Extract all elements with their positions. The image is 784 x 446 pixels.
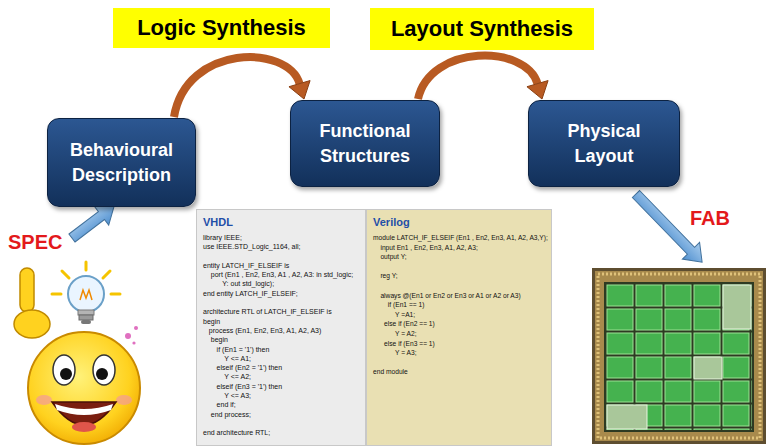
code-line: process (En1, En2, En3, A1, A2, A3) bbox=[203, 326, 321, 335]
ray bbox=[62, 271, 69, 278]
code-line: else if (En2 == 1) bbox=[373, 319, 435, 329]
code-line: begin bbox=[203, 317, 220, 326]
code-line: Y <= A2; bbox=[203, 372, 251, 381]
spec-label: SPEC bbox=[8, 231, 62, 254]
box-title: Behavioural Description bbox=[62, 138, 181, 187]
chip-block bbox=[694, 357, 722, 379]
process-box: Functional Structures bbox=[290, 100, 440, 187]
pointing-finger bbox=[20, 268, 34, 312]
cheek bbox=[36, 395, 52, 405]
code-line: if (En1 == 1) bbox=[373, 300, 424, 310]
smiley-face bbox=[28, 332, 140, 444]
code-line: Y = A3; bbox=[373, 348, 417, 358]
code-title: VHDL bbox=[203, 216, 233, 228]
code-line: end process; bbox=[203, 410, 251, 419]
code-line: entity LATCH_IF_ELSEIF is bbox=[203, 261, 289, 270]
mouth bbox=[52, 402, 116, 425]
pupil bbox=[96, 368, 108, 380]
code-line: end architecture RTL; bbox=[203, 428, 270, 437]
hand bbox=[14, 310, 50, 338]
code-line: module LATCH_IF_ELSEIF (En1 , En2, En3, … bbox=[373, 233, 548, 243]
bond-pads bbox=[598, 274, 760, 438]
process-box: Behavioural Description bbox=[47, 118, 196, 207]
code-line: else if (En3 == 1) bbox=[373, 339, 435, 349]
chip-frame bbox=[592, 268, 766, 444]
code-panel: VHDL library IEEE;use IEEE.STD_Logic_1164… bbox=[196, 209, 366, 446]
bulb-filament bbox=[80, 290, 92, 300]
code-line: library IEEE; bbox=[203, 233, 242, 242]
ray bbox=[52, 293, 61, 296]
code-line: architecture RTL of LATCH_IF_ELSEIF is bbox=[203, 307, 332, 316]
chip-core bbox=[604, 282, 754, 432]
cheek bbox=[116, 395, 132, 405]
code-line: end module bbox=[373, 367, 408, 377]
arrow-head bbox=[289, 81, 310, 99]
eye bbox=[93, 355, 115, 385]
tongue bbox=[72, 422, 96, 432]
box-title: Functional Structures bbox=[305, 119, 425, 168]
code-line: Y =A1; bbox=[373, 310, 415, 320]
arrow-line bbox=[418, 56, 538, 99]
code-line: if (En1 = '1') then bbox=[203, 345, 269, 354]
eye bbox=[53, 355, 75, 385]
code-line: output Y; bbox=[373, 252, 407, 262]
code-line: Y: out std_logic); bbox=[203, 279, 274, 288]
code-panel: Verilog module LATCH_IF_ELSEIF (En1 , En2… bbox=[366, 209, 552, 446]
sparkle bbox=[134, 326, 138, 330]
fab-label: FAB bbox=[690, 207, 730, 230]
step-label: Logic Synthesis bbox=[137, 15, 306, 41]
arrow-head bbox=[527, 81, 548, 99]
box-title: Physical Layout bbox=[543, 119, 665, 168]
pupil bbox=[60, 368, 72, 380]
chip-block bbox=[723, 285, 751, 329]
chip-die bbox=[595, 271, 763, 441]
code-line: Y <= A1; bbox=[203, 354, 251, 363]
step-label: Layout Synthesis bbox=[391, 16, 573, 42]
sparkle bbox=[132, 341, 135, 344]
code-line: elseif (En2 = '1') then bbox=[203, 363, 282, 372]
curved-arrow bbox=[418, 56, 548, 99]
arrow-line bbox=[174, 57, 300, 117]
code-line: begin bbox=[203, 335, 228, 344]
code-line: always @(En1 or En2 or En3 or A1 or A2 o… bbox=[373, 291, 521, 301]
chip-blocks bbox=[606, 284, 752, 430]
code-line: use IEEE.STD_Logic_1164, all; bbox=[203, 242, 301, 251]
code-line: port (En1 , En2, En3, A1 , A2, A3: in st… bbox=[203, 270, 353, 279]
bulb-base bbox=[79, 315, 93, 320]
synthesis-tag: Logic Synthesis bbox=[113, 8, 330, 48]
chip-block bbox=[607, 405, 647, 429]
code-line: Y = A2; bbox=[373, 329, 417, 339]
code-line: Y <= A3; bbox=[203, 391, 251, 400]
teeth bbox=[55, 404, 113, 415]
ray bbox=[103, 271, 110, 278]
ray bbox=[111, 293, 120, 296]
code-line: end if; bbox=[203, 400, 236, 409]
code-line: input En1 , En2, En3, A1, A2, A3; bbox=[373, 243, 478, 253]
ray bbox=[85, 262, 88, 270]
bulb-base bbox=[81, 320, 91, 324]
process-box: Physical Layout bbox=[528, 100, 680, 187]
code-line: reg Y; bbox=[373, 271, 398, 281]
code-title: Verilog bbox=[373, 216, 410, 228]
bulb-glass bbox=[68, 276, 104, 312]
sparkle bbox=[125, 333, 131, 339]
bulb-base bbox=[78, 310, 94, 315]
synthesis-tag: Layout Synthesis bbox=[370, 8, 594, 50]
code-line: end entity LATCH_IF_ELSEIF; bbox=[203, 289, 298, 298]
code-line: elseif (En3 = '1') then bbox=[203, 382, 282, 391]
